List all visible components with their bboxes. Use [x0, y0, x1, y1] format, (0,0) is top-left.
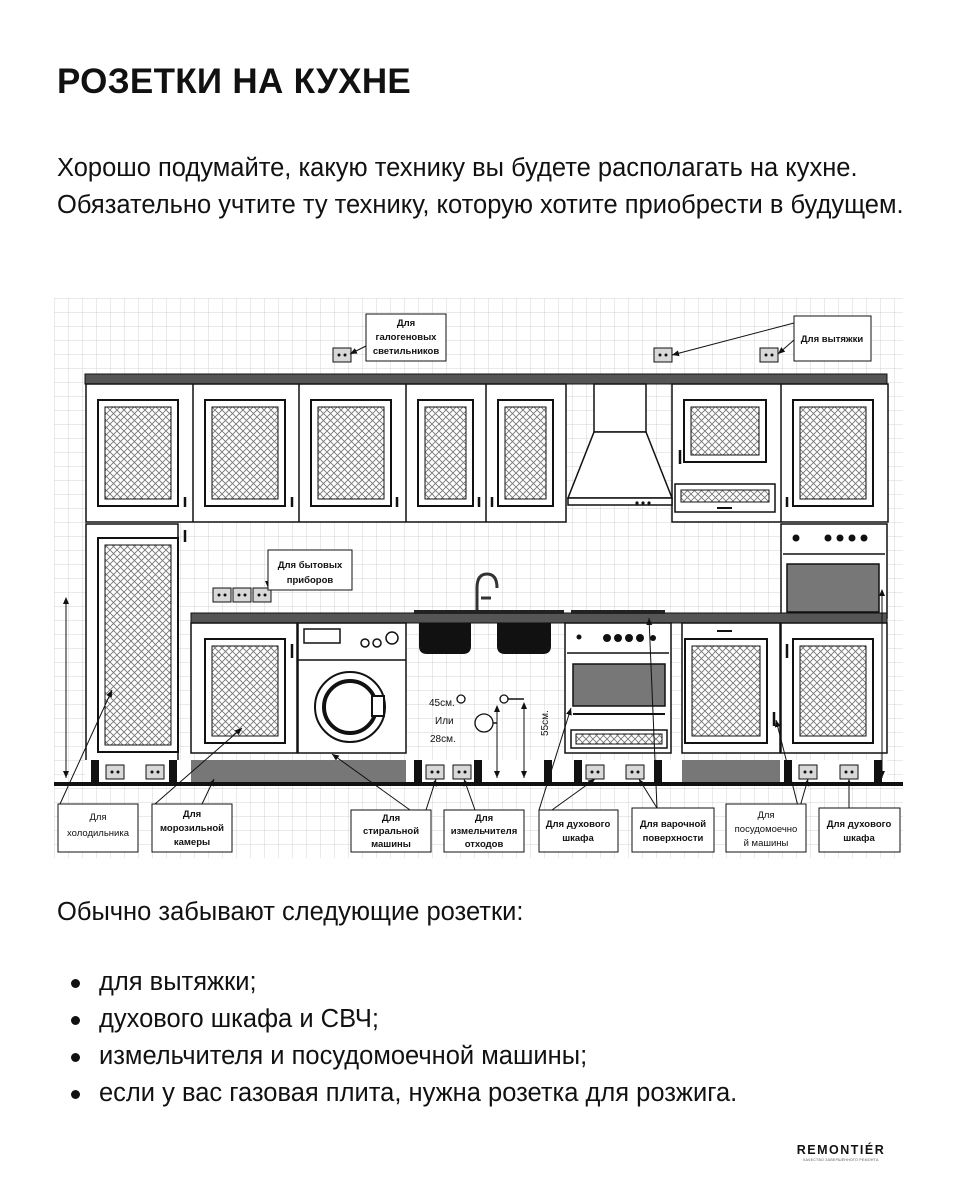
svg-text:поверхности: поверхности [643, 833, 704, 844]
washing-machine [297, 622, 407, 754]
lower-cabinets [190, 622, 888, 754]
label-dishwasher: Для посудомоечно й машины [725, 803, 807, 853]
range-hood [566, 383, 674, 506]
outlet-freezer [145, 764, 165, 780]
label-hood: Для вытяжки [793, 315, 872, 362]
brand-tagline: КАЧЕСТВО ЗАВЕРШЁННОГО РЕМОНТА [803, 1158, 879, 1162]
outlet-disposer [452, 764, 472, 780]
svg-text:светильников: светильников [373, 346, 440, 357]
bullet-icon [71, 1016, 80, 1025]
label-hob: Для варочной поверхности [631, 807, 715, 853]
svg-text:Для: Для [757, 810, 774, 821]
callout-lines [59, 322, 852, 811]
outlet-fridge [105, 764, 125, 780]
svg-text:Для: Для [89, 812, 106, 823]
dimension-markers: 45см. Или 28см. 55см. [63, 589, 885, 778]
svg-text:морозильной: морозильной [160, 823, 224, 834]
page-title: РОЗЕТКИ НА КУХНЕ [57, 62, 412, 101]
svg-text:машины: машины [371, 839, 411, 850]
label-washer: Для стиральной машины [350, 809, 432, 853]
upper-cabinets [84, 373, 889, 523]
brand-logo: REMONTIÉR КАЧЕСТВО ЗАВЕРШЁННОГО РЕМОНТА [779, 1143, 903, 1162]
svg-text:отходов: отходов [465, 839, 504, 850]
outlet-hood-1 [653, 347, 673, 363]
svg-text:холодильника: холодильника [67, 828, 130, 839]
bullet-icon [71, 979, 80, 988]
svg-text:шкафа: шкафа [843, 833, 875, 844]
list-item: духового шкафа и СВЧ; [57, 1001, 737, 1038]
brand-name: REMONTIÉR [796, 1143, 886, 1157]
svg-text:камеры: камеры [174, 837, 210, 848]
floor-outlets [105, 764, 859, 780]
outlet-oven [585, 764, 605, 780]
outlets [212, 347, 779, 603]
svg-text:й машины: й машины [744, 838, 789, 849]
svg-text:Для: Для [382, 813, 400, 824]
label-fridge: Для холодильника [57, 803, 139, 853]
svg-text:Для: Для [475, 813, 493, 824]
outlet-appliances-1 [212, 587, 232, 603]
bullet-icon [71, 1090, 80, 1099]
label-oven-2: Для духового шкафа [818, 807, 901, 853]
list-item: если у вас газовая плита, нужна розетка … [57, 1075, 737, 1112]
kitchen-outlets-diagram: 45см. Или 28см. 55см. Для галогеновых св… [54, 298, 903, 858]
intro-text: Хорошо подумайте, какую технику вы будет… [57, 154, 904, 219]
dim-55: 55см. [540, 710, 551, 736]
svg-text:посудомоечно: посудомоечно [735, 824, 798, 835]
forgotten-heading: Обычно забывают следующие розетки: [57, 898, 524, 926]
svg-text:Для вытяжки: Для вытяжки [801, 334, 864, 345]
label-disposer: Для измельчителя отходов [443, 809, 525, 853]
countertop [190, 610, 888, 654]
dim-or: Или [435, 716, 454, 727]
outlet-appliances-2 [232, 587, 252, 603]
label-boxes: Для галогеновых светильников Для вытяжки… [57, 313, 901, 853]
outlet-hob [625, 764, 645, 780]
forgotten-list: для вытяжки; духового шкафа и СВЧ; измел… [57, 964, 737, 1112]
label-oven: Для духового шкафа [538, 809, 619, 853]
svg-text:приборов: приборов [287, 575, 334, 586]
svg-text:галогеновых: галогеновых [376, 332, 438, 343]
svg-text:Для духового: Для духового [546, 819, 611, 830]
outlet-appliances-3 [252, 587, 272, 603]
oven-stove [564, 622, 672, 754]
svg-text:Для духового: Для духового [827, 819, 892, 830]
backsplash-appliances [475, 523, 888, 619]
label-halogen: Для галогеновых светильников [365, 313, 447, 362]
dim-45: 45см. [429, 698, 455, 709]
outlet-washer [425, 764, 445, 780]
list-item: для вытяжки; [57, 964, 737, 1001]
plinth [54, 760, 903, 786]
dim-28: 28см. [430, 734, 456, 745]
list-item: измельчителя и посудомоечной машины; [57, 1038, 737, 1075]
outlet-halogen [332, 347, 352, 363]
outlet-dishwasher [798, 764, 818, 780]
svg-text:шкафа: шкафа [562, 833, 594, 844]
outlet-oven-2 [839, 764, 859, 780]
bullet-icon [71, 1053, 80, 1062]
svg-text:Для: Для [183, 809, 201, 820]
label-freezer: Для морозильной камеры [151, 803, 233, 853]
svg-text:измельчителя: измельчителя [451, 826, 518, 837]
outlet-hood-2 [759, 347, 779, 363]
svg-text:Для варочной: Для варочной [640, 819, 706, 830]
svg-text:Для: Для [397, 318, 415, 329]
svg-text:Для бытовых: Для бытовых [278, 560, 343, 571]
svg-text:стиральной: стиральной [363, 826, 419, 837]
fridge-column [85, 523, 187, 765]
label-appliances: Для бытовых приборов [267, 549, 353, 591]
